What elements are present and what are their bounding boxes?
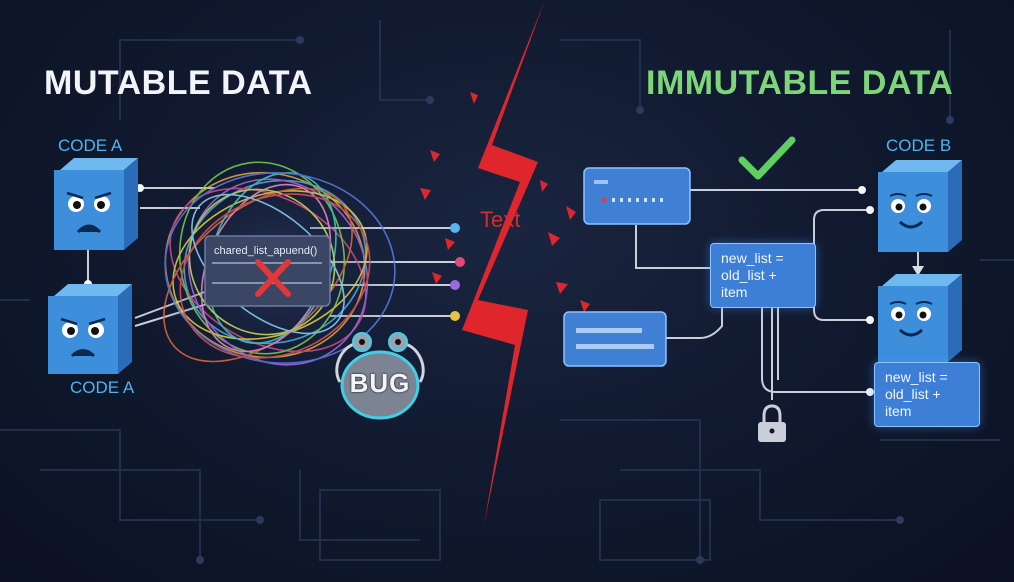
bug-label: BUG [346,368,414,399]
new-list-box-2-line1: new_list = [885,369,969,386]
new-list-box-2: new_list = old_list + item [874,362,980,427]
check-icon [742,140,792,176]
lightning-shards [420,92,590,312]
code-b-bottom-cube [878,274,962,362]
state-box-middle [564,312,666,366]
code-b-top-cube [878,160,962,252]
shared-list-label: chared_list_apuend() [214,245,317,257]
new-list-box-1-line2: old_list + item [721,267,805,301]
new-list-box-1: new_list = old_list + item [710,243,816,308]
new-list-box-2-line2: old_list + item [885,386,969,420]
state-box-top [584,168,690,224]
code-a-top-cube [54,158,138,250]
lightning-bolt [462,0,545,525]
new-list-box-1-line1: new_list = [721,250,805,267]
code-a-bottom-cube [48,284,132,374]
middle-text-label: Text [480,207,520,233]
code-b-label: CODE B [886,136,951,156]
lock-icon [758,406,786,442]
